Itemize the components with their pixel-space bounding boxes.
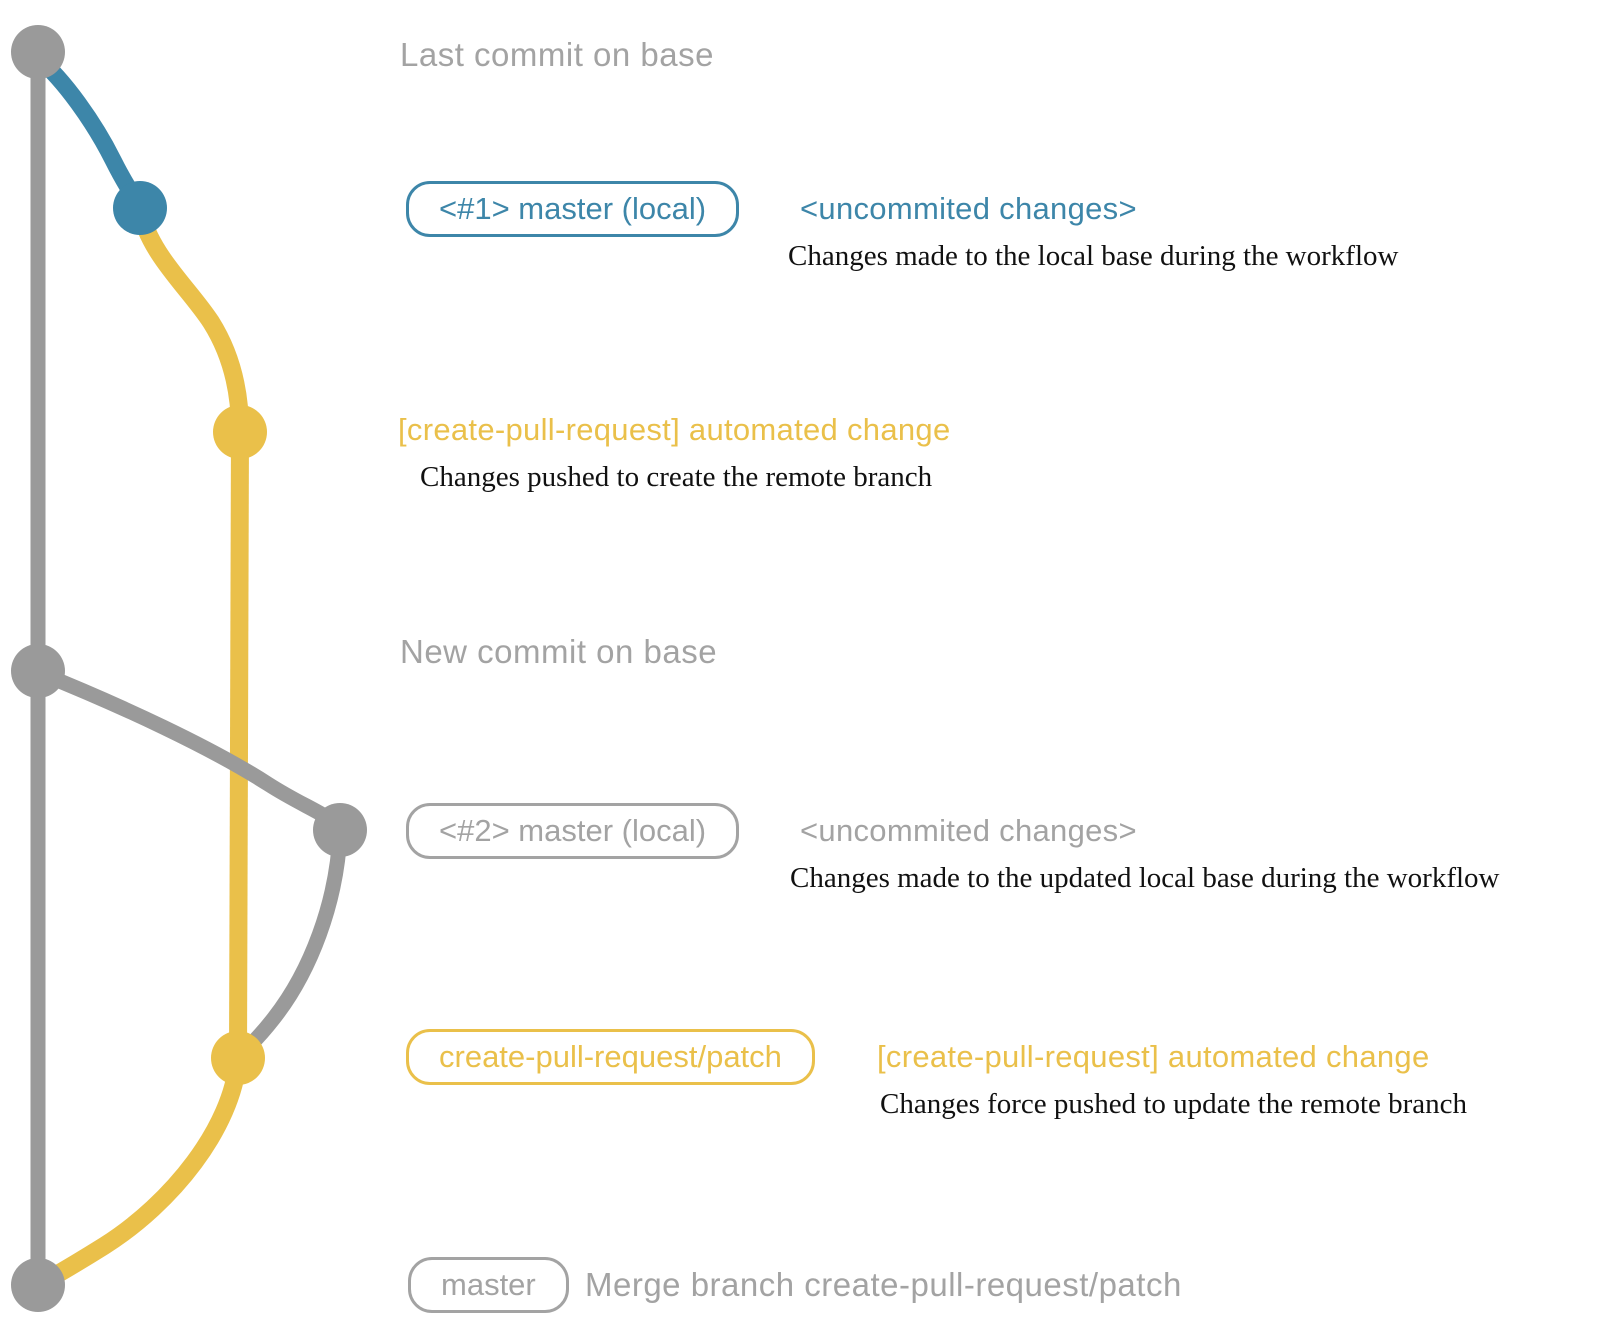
uncommitted-changes-2-description: Changes made to the updated local base d…: [790, 862, 1500, 894]
commit-node-patch-force-push: [211, 1031, 265, 1085]
uncommitted-changes-2-heading: <uncommited changes>: [800, 813, 1137, 848]
automated-change-1-heading: [create-pull-request] automated change: [398, 412, 951, 447]
last-commit-title: Last commit on base: [400, 36, 714, 73]
patch-branch-create-line: [131, 201, 249, 439]
merge-heading: Merge branch create-pull-request/patch: [585, 1266, 1182, 1303]
master-local-2-badge: <#2> master (local): [406, 803, 740, 859]
automated-change-2-description: Changes force pushed to update the remot…: [880, 1088, 1468, 1120]
master-local-1-badge: <#1> master (local): [406, 181, 740, 237]
commit-node-last-base: [11, 25, 65, 79]
commit-node-local-master2: [313, 803, 367, 857]
local-master1-branch-line: [29, 49, 149, 215]
automated-change-2-heading: [create-pull-request] automated change: [877, 1039, 1430, 1074]
patch-branch-badge: create-pull-request/patch: [406, 1029, 815, 1085]
commit-node-patch-push: [213, 405, 267, 459]
automated-change-1-description: Changes pushed to create the remote bran…: [420, 461, 933, 493]
master-badge: master: [408, 1257, 569, 1313]
new-commit-title: New commit on base: [400, 633, 718, 670]
uncommitted-changes-1-description: Changes made to the local base during th…: [788, 240, 1399, 272]
commit-node-merge: [11, 1258, 65, 1312]
commit-graph: [11, 25, 367, 1312]
uncommitted-changes-1-heading: <uncommited changes>: [800, 191, 1137, 226]
commit-node-new-base: [11, 644, 65, 698]
local-master2-branch-line: [32, 665, 348, 836]
patch-branch-line: [229, 429, 249, 1059]
force-push-line: [232, 824, 348, 1063]
merge-line: [33, 1051, 247, 1292]
commit-node-local-master1: [113, 181, 167, 235]
